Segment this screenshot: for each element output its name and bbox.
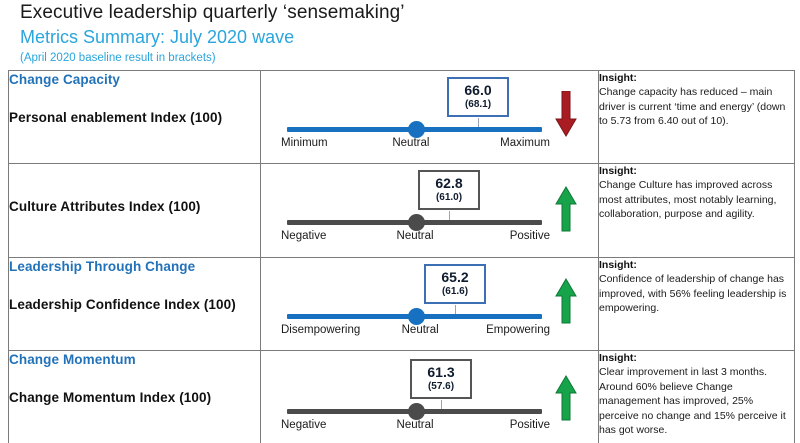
page-subtitle: Metrics Summary: July 2020 wave <box>20 27 295 47</box>
value-baseline: (61.0) <box>435 192 463 203</box>
value-callout: 66.0 (68.1) <box>447 77 509 117</box>
scale-label-mid: Neutral <box>396 419 434 431</box>
table-row: Culture Attributes Index (100) 62.8 (61.… <box>8 163 795 258</box>
scale-thumb[interactable] <box>408 308 425 325</box>
category-title: Change Capacity <box>9 72 121 87</box>
callout-connector <box>455 305 456 316</box>
insight-cell-1: Insight: Change capacity has reduced – m… <box>598 70 795 164</box>
scale-label-right: Positive <box>509 230 550 242</box>
scale-label-left: Minimum <box>281 137 328 149</box>
index-name: Change Momentum Index (100) <box>9 390 212 405</box>
metric-scale-cell-3: 65.2 (61.6) Disempowering Neutral Empowe… <box>260 257 599 351</box>
insight-cell-2: Insight: Change Culture has improved acr… <box>598 163 795 258</box>
insight-cell-4: Insight: Clear improvement in last 3 mon… <box>598 350 795 443</box>
metric-label-cell-2: Culture Attributes Index (100) <box>8 163 261 258</box>
insight-text: Clear improvement in last 3 months. Arou… <box>599 366 786 436</box>
category-title: Leadership Through Change <box>9 259 196 274</box>
callout-connector <box>441 400 442 411</box>
metrics-table: Change Capacity Personal enablement Inde… <box>8 70 795 443</box>
table-row: Change Capacity Personal enablement Inde… <box>8 70 795 164</box>
value-current: 61.3 <box>427 364 455 380</box>
callout-connector <box>478 118 479 129</box>
scale-label-row: Disempowering Neutral Empowering <box>281 324 550 336</box>
value-callout: 62.8 (61.0) <box>418 170 480 210</box>
value-baseline: (61.6) <box>441 286 469 297</box>
scale-label-mid: Neutral <box>396 230 434 242</box>
scale-label-right: Positive <box>509 419 550 431</box>
insight-text: Change capacity has reduced – main drive… <box>599 86 786 127</box>
arrow-up-icon <box>555 186 577 232</box>
title-block: Executive leadership quarterly ‘sensemak… <box>0 0 800 66</box>
category-title: Change Momentum <box>9 352 136 367</box>
scale-label-right: Maximum <box>500 137 550 149</box>
insight-cell-3: Insight: Confidence of leadership of cha… <box>598 257 795 351</box>
baseline-note: (April 2020 baseline result in brackets) <box>20 52 216 64</box>
scale-label-left: Negative <box>281 419 327 431</box>
scale-label-mid: Neutral <box>401 324 439 336</box>
value-current: 65.2 <box>441 269 469 285</box>
scale-label-left: Disempowering <box>281 324 361 336</box>
scale-thumb[interactable] <box>408 214 425 231</box>
insight-text: Change Culture has improved across most … <box>599 179 777 220</box>
metric-label-cell-4: Change Momentum Change Momentum Index (1… <box>8 350 261 443</box>
value-current: 66.0 <box>464 82 492 98</box>
scale-thumb[interactable] <box>408 403 425 420</box>
scale-label-left: Negative <box>281 230 327 242</box>
index-name: Leadership Confidence Index (100) <box>9 297 236 312</box>
value-callout: 61.3 (57.6) <box>410 359 472 399</box>
index-name: Culture Attributes Index (100) <box>9 199 201 214</box>
metric-scale-cell-4: 61.3 (57.6) Negative Neutral Positive <box>260 350 599 443</box>
scale-label-row: Minimum Neutral Maximum <box>281 137 550 149</box>
arrow-down-icon <box>555 91 577 137</box>
table-row: Change Momentum Change Momentum Index (1… <box>8 350 795 443</box>
page-title: Executive leadership quarterly ‘sensemak… <box>20 2 405 23</box>
insight-label: Insight: <box>599 352 637 364</box>
metric-label-cell-1: Change Capacity Personal enablement Inde… <box>8 70 261 164</box>
value-callout: 65.2 (61.6) <box>424 264 486 304</box>
metric-scale-cell-2: 62.8 (61.0) Negative Neutral Positive <box>260 163 599 258</box>
scale-label-right: Empowering <box>486 324 550 336</box>
callout-connector <box>449 211 450 222</box>
value-current: 62.8 <box>435 175 463 191</box>
scale-thumb[interactable] <box>408 121 425 138</box>
arrow-up-icon <box>555 375 577 421</box>
index-name: Personal enablement Index (100) <box>9 110 223 125</box>
insight-text: Confidence of leadership of change has i… <box>599 273 787 314</box>
value-baseline: (68.1) <box>464 99 492 110</box>
insight-label: Insight: <box>599 259 637 271</box>
scale-label-row: Negative Neutral Positive <box>281 419 550 431</box>
value-baseline: (57.6) <box>427 381 455 392</box>
insight-label: Insight: <box>599 165 637 177</box>
scale-label-mid: Neutral <box>392 137 430 149</box>
arrow-up-icon <box>555 278 577 324</box>
insight-label: Insight: <box>599 72 637 84</box>
table-row: Leadership Through Change Leadership Con… <box>8 257 795 351</box>
scale-label-row: Negative Neutral Positive <box>281 230 550 242</box>
metric-label-cell-3: Leadership Through Change Leadership Con… <box>8 257 261 351</box>
metric-scale-cell-1: 66.0 (68.1) Minimum Neutral Maximum <box>260 70 599 164</box>
